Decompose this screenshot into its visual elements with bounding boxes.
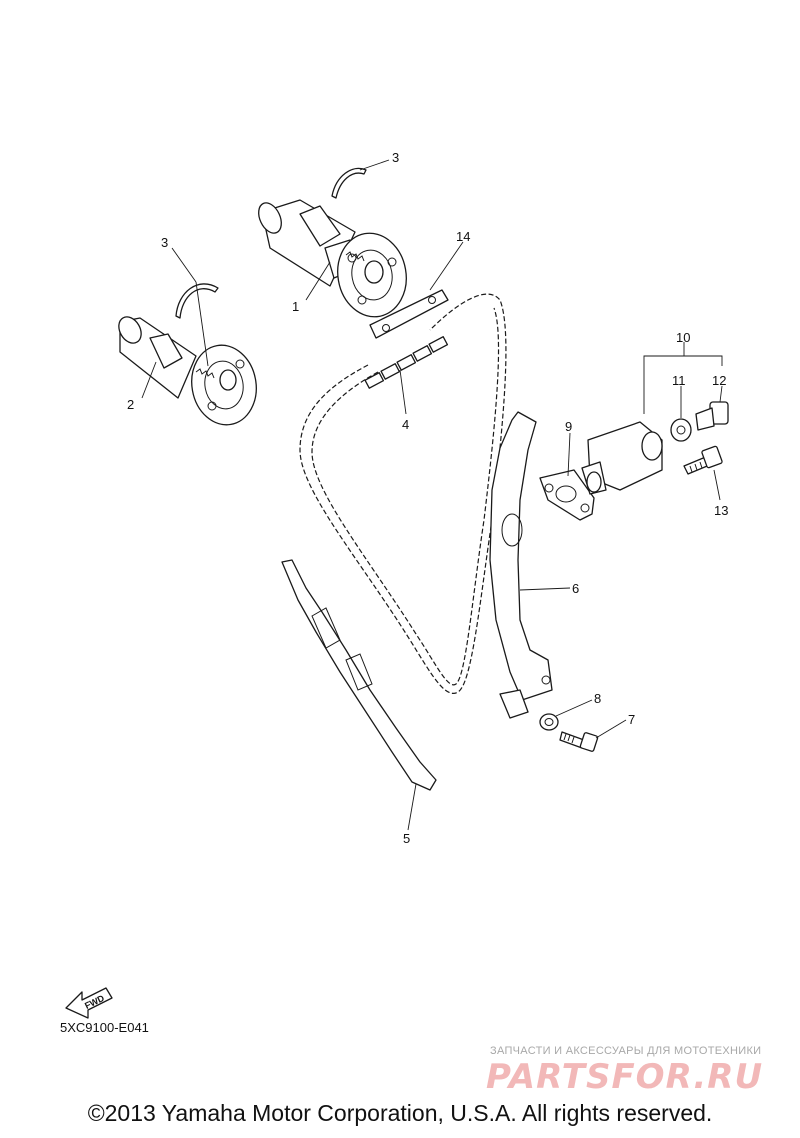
- callout-3-lower: 3: [161, 235, 168, 250]
- leader-lines: [141, 159, 723, 831]
- watermark-logo: PARTSFOR.RU: [486, 1057, 764, 1097]
- cam-clip-upper: [331, 167, 367, 199]
- cam-chain: [299, 293, 507, 694]
- chain-guide-top: [369, 289, 449, 339]
- callout-5: 5: [403, 831, 410, 846]
- callout-12: 12: [712, 373, 726, 388]
- callout-7: 7: [628, 712, 635, 727]
- camshaft-lower: [118, 316, 257, 426]
- copyright-notice: ©2013 Yamaha Motor Corporation, U.S.A. A…: [87, 1100, 713, 1126]
- callout-8: 8: [594, 691, 601, 706]
- tensioner-guide-rear: [489, 411, 553, 701]
- callout-9: 9: [565, 419, 572, 434]
- bolt-part-7: [559, 731, 599, 752]
- cam-chain-tensioner: [581, 421, 663, 495]
- callout-2: 2: [127, 397, 134, 412]
- chain-guide-front: [281, 559, 437, 791]
- callout-11: 11: [672, 373, 686, 388]
- washer-part-11: [670, 418, 692, 442]
- callout-10: 10: [676, 330, 690, 345]
- cam-clip-lower: [175, 283, 219, 319]
- chain-links: [364, 336, 449, 389]
- callout-4: 4: [402, 417, 409, 432]
- gasket-part-9: [539, 469, 595, 521]
- diagram-code: 5XC9100-E041: [60, 1020, 149, 1035]
- callout-6: 6: [572, 581, 579, 596]
- callout-3-upper: 3: [392, 150, 399, 165]
- callout-1: 1: [292, 299, 299, 314]
- watermark-tagline: ЗАПЧАСТИ И АКСЕССУАРЫ ДЛЯ МОТОТЕХНИКИ: [490, 1045, 762, 1057]
- callout-13: 13: [714, 503, 728, 518]
- bolt-part-12: [695, 401, 729, 431]
- bolt-part-13: [683, 445, 723, 475]
- fwd-arrow-icon: FWD: [65, 987, 113, 1019]
- callout-14: 14: [456, 229, 470, 244]
- camshaft-upper: [258, 199, 407, 318]
- washer-part-8: [539, 713, 559, 731]
